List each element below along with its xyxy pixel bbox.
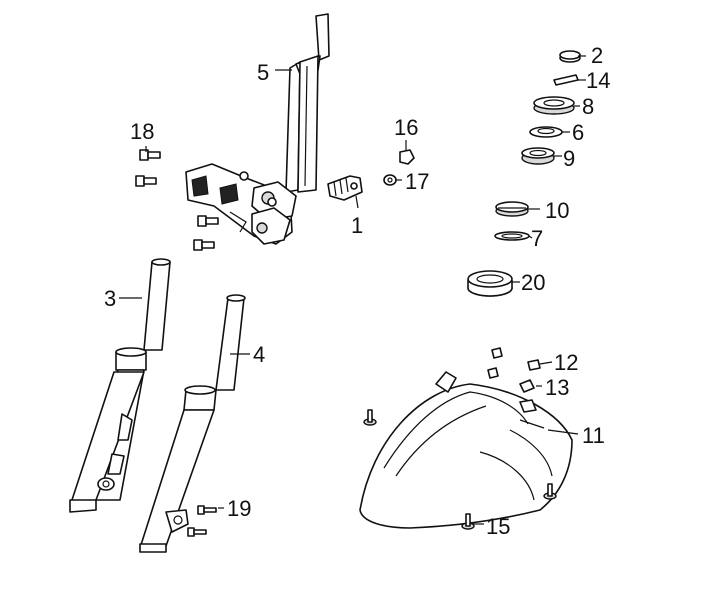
label-2: 2 xyxy=(591,43,603,68)
front-fender xyxy=(359,371,579,529)
label-10: 10 xyxy=(545,198,569,223)
label-9: 9 xyxy=(563,146,575,171)
under-bracket xyxy=(185,163,297,245)
fork-leg-right xyxy=(139,294,246,553)
fork-leg-left xyxy=(69,258,171,513)
label-17: 17 xyxy=(405,169,429,194)
label-15: 15 xyxy=(486,514,510,539)
clips-12-13 xyxy=(487,347,541,393)
bracket-1 xyxy=(327,175,363,209)
bolts-19 xyxy=(187,505,217,537)
label-3: 3 xyxy=(104,286,116,311)
screws-15 xyxy=(363,409,557,530)
bearing-stack xyxy=(467,50,581,297)
label-13: 13 xyxy=(545,375,569,400)
leader-lines xyxy=(119,55,586,525)
label-5: 5 xyxy=(257,60,269,85)
washer-17 xyxy=(383,174,397,186)
label-7: 7 xyxy=(531,226,543,251)
bolts-18 xyxy=(135,149,219,251)
label-16: 16 xyxy=(394,115,418,140)
label-12: 12 xyxy=(554,350,578,375)
label-19: 19 xyxy=(227,496,251,521)
callout-labels: 5 2 14 8 6 9 10 7 20 18 16 17 1 3 4 12 1… xyxy=(104,43,610,539)
label-18: 18 xyxy=(130,119,154,144)
label-8: 8 xyxy=(582,94,594,119)
label-11: 11 xyxy=(582,423,605,448)
label-6: 6 xyxy=(572,120,584,145)
label-14: 14 xyxy=(586,68,610,93)
label-20: 20 xyxy=(521,270,545,295)
label-1: 1 xyxy=(351,213,363,238)
nut-16 xyxy=(399,140,415,165)
steering-stem xyxy=(285,13,330,193)
label-4: 4 xyxy=(253,342,265,367)
